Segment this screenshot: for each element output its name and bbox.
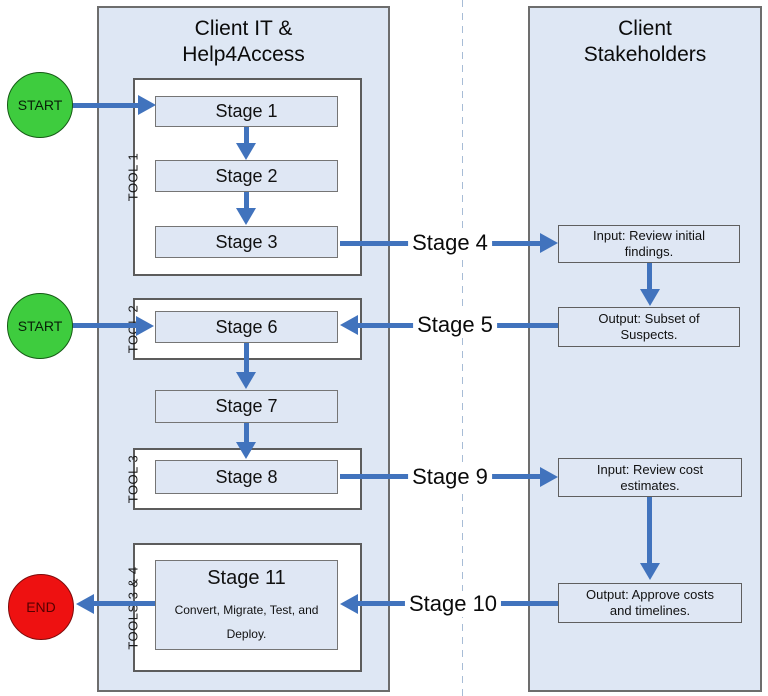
arrowhead-down-icon <box>236 208 256 225</box>
stage-box-2: Stage 2 <box>155 160 338 192</box>
arrowhead-down-icon <box>640 289 660 306</box>
stage-box-3: Stage 3 <box>155 226 338 258</box>
container-tools-3-and-4-label: TOOLS 3 & 4 <box>125 565 141 650</box>
input-box-review-initial-findings-text: Input: Review initial findings. <box>593 228 705 259</box>
stage-box-2-label: Stage 2 <box>215 165 278 186</box>
arrow-line <box>94 601 155 606</box>
arrow-line <box>244 192 249 208</box>
arrow-line <box>72 103 138 108</box>
lane-title-line: Stakeholders <box>583 43 707 66</box>
input-box-review-cost-estimates: Input: Review cost estimates. <box>558 458 742 497</box>
stage-box-1-label: Stage 1 <box>215 101 278 121</box>
arrowhead-left-icon <box>340 594 358 614</box>
lane-title-stakeholders: Client Stakeholders <box>530 16 760 68</box>
arrowhead-right-icon <box>138 95 156 115</box>
stage-box-11: Stage 11 Convert, Migrate, Test, and Dep… <box>155 560 338 650</box>
arrowhead-down-icon <box>236 143 256 160</box>
arrowhead-right-icon <box>540 467 558 487</box>
output-box-approve-costs-timelines-text: Output: Approve costs and timelines. <box>586 587 714 618</box>
arrowhead-right-icon <box>136 316 154 336</box>
stage-box-3-label: Stage 3 <box>215 231 278 252</box>
output-box-subset-of-suspects: Output: Subset of Suspects. <box>558 307 740 347</box>
flow-label-stage4: Stage 4 <box>408 230 492 256</box>
arrowhead-down-icon <box>236 372 256 389</box>
lane-title-client-it: Client IT & Help4Access <box>99 16 388 68</box>
arrow-line <box>244 343 249 372</box>
stage-box-6: Stage 6 <box>155 311 338 343</box>
arrowhead-right-icon <box>540 233 558 253</box>
stage-box-8: Stage 8 <box>155 460 338 494</box>
lane-divider-line <box>462 0 463 696</box>
flow-label-stage5: Stage 5 <box>413 312 497 338</box>
start-terminator-middle-label: START <box>17 318 63 334</box>
arrowhead-down-icon <box>640 563 660 580</box>
output-box-subset-of-suspects-text: Output: Subset of Suspects. <box>598 311 700 342</box>
end-terminator-label: END <box>26 599 56 615</box>
flow-label-stage10: Stage 10 <box>404 591 502 617</box>
arrow-line <box>244 423 249 442</box>
stage-box-1: Stage 1 <box>155 96 338 127</box>
arrow-line <box>244 127 249 143</box>
stage-box-11-description: Convert, Migrate, Test, and Deploy. <box>174 603 319 641</box>
lane-title-line: Client <box>618 17 672 40</box>
start-terminator-top: START <box>7 72 73 138</box>
stage-box-8-label: Stage 8 <box>215 466 278 487</box>
arrowhead-left-icon <box>340 315 358 335</box>
arrow-line <box>647 497 652 563</box>
arrowhead-down-icon <box>236 442 256 459</box>
input-box-review-cost-estimates-text: Input: Review cost estimates. <box>596 461 704 493</box>
lane-title-line: Client IT & <box>194 17 293 40</box>
start-terminator-middle: START <box>7 293 73 359</box>
stage-box-7: Stage 7 <box>155 390 338 423</box>
input-box-review-initial-findings: Input: Review initial findings. <box>558 225 740 263</box>
stage-box-11-title: Stage 11 <box>207 567 286 589</box>
flow-label-stage9: Stage 9 <box>408 464 492 490</box>
arrow-line <box>72 323 136 328</box>
start-terminator-top-label: START <box>17 97 63 113</box>
stage-box-7-label: Stage 7 <box>215 396 278 416</box>
lane-title-line: Help4Access <box>182 43 305 66</box>
stage-box-6-label: Stage 6 <box>215 316 278 337</box>
output-box-approve-costs-timelines: Output: Approve costs and timelines. <box>558 583 742 623</box>
container-tool3-label: TOOL 3 <box>125 454 141 504</box>
arrow-line <box>647 263 652 289</box>
arrowhead-left-icon <box>76 594 94 614</box>
end-terminator: END <box>8 574 74 640</box>
container-tool1-label: TOOL 1 <box>125 152 141 202</box>
